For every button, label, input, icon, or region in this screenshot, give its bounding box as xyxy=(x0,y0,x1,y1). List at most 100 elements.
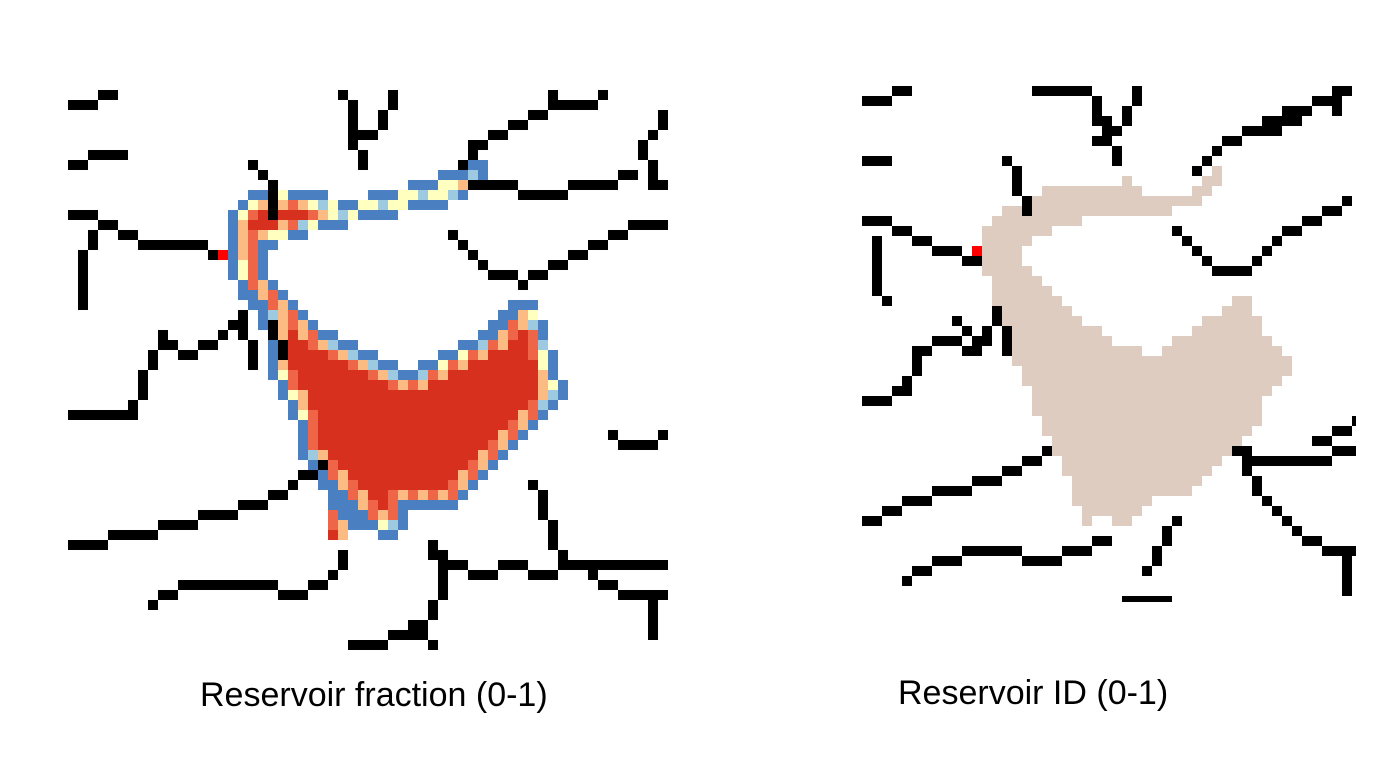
reservoir-fraction-cell xyxy=(338,460,348,470)
reservoir-id-cell xyxy=(1132,206,1142,216)
reservoir-fraction-cell xyxy=(418,180,428,190)
river-segment xyxy=(558,550,568,560)
river-segment xyxy=(68,210,78,220)
river-segment xyxy=(238,330,248,340)
reservoir-id-cell xyxy=(1212,316,1222,326)
reservoir-fraction-cell xyxy=(348,430,358,440)
reservoir-fraction-cell xyxy=(398,490,408,500)
river-segment xyxy=(1232,446,1242,456)
river-segment xyxy=(912,366,922,376)
river-segment xyxy=(228,510,238,520)
river-segment xyxy=(248,340,258,350)
river-segment xyxy=(1202,256,1212,266)
reservoir-fraction-cell xyxy=(408,410,418,420)
river-segment xyxy=(1242,126,1252,136)
reservoir-id-cell xyxy=(1002,216,1012,226)
river-segment xyxy=(658,220,668,230)
river-segment xyxy=(1342,586,1352,596)
reservoir-fraction-cell xyxy=(338,370,348,380)
reservoir-id-cell xyxy=(1202,186,1212,196)
reservoir-id-cell xyxy=(1132,446,1142,456)
reservoir-id-grid xyxy=(862,86,1356,602)
river-segment xyxy=(288,590,298,600)
river-segment xyxy=(658,110,668,120)
reservoir-id-cell xyxy=(1112,476,1122,486)
reservoir-id-cell xyxy=(1222,426,1232,436)
reservoir-id-cell xyxy=(1052,316,1062,326)
river-segment xyxy=(108,410,118,420)
reservoir-id-cell xyxy=(1162,426,1172,436)
reservoir-id-cell xyxy=(1182,336,1192,346)
reservoir-fraction-cell xyxy=(338,500,348,510)
reservoir-id-cell xyxy=(1152,476,1162,486)
reservoir-fraction-cell xyxy=(418,490,428,500)
river-segment xyxy=(1272,456,1282,466)
river-segment xyxy=(598,90,608,100)
river-segment xyxy=(498,180,508,190)
reservoir-id-cell xyxy=(1272,376,1282,386)
reservoir-id-cell xyxy=(1002,206,1012,216)
reservoir-id-cell xyxy=(1062,346,1072,356)
river-segment xyxy=(118,230,128,240)
river-segment xyxy=(548,570,558,580)
river-segment xyxy=(328,570,338,580)
river-segment xyxy=(902,226,912,236)
river-segment xyxy=(318,460,328,470)
reservoir-id-cell xyxy=(1122,516,1132,526)
river-segment xyxy=(468,180,478,190)
reservoir-id-cell xyxy=(1022,276,1032,286)
reservoir-id-cell xyxy=(1142,456,1152,466)
river-segment xyxy=(128,410,138,420)
river-segment xyxy=(228,320,238,330)
reservoir-fraction-cell xyxy=(518,340,528,350)
reservoir-id-cell xyxy=(1242,316,1252,326)
river-segment xyxy=(882,216,892,226)
reservoir-id-cell xyxy=(1032,326,1042,336)
reservoir-id-cell xyxy=(992,276,1002,286)
reservoir-id-cell xyxy=(1072,206,1082,216)
reservoir-id-cell xyxy=(1242,416,1252,426)
river-segment xyxy=(178,350,188,360)
reservoir-fraction-cell xyxy=(438,470,448,480)
reservoir-fraction-cell xyxy=(388,420,398,430)
reservoir-fraction-cell xyxy=(418,430,428,440)
reservoir-fraction-cell xyxy=(338,530,348,540)
reservoir-fraction-cell xyxy=(428,180,438,190)
reservoir-id-cell xyxy=(1082,386,1092,396)
reservoir-id-cell xyxy=(1192,346,1202,356)
river-segment xyxy=(588,240,598,250)
river-segment xyxy=(1092,106,1102,116)
reservoir-id-cell xyxy=(1042,336,1052,346)
reservoir-id-cell xyxy=(1242,366,1252,376)
river-segment xyxy=(1332,106,1342,116)
reservoir-fraction-cell xyxy=(398,510,408,520)
reservoir-id-cell xyxy=(1182,466,1192,476)
river-segment xyxy=(488,570,498,580)
reservoir-fraction-cell xyxy=(398,520,408,530)
reservoir-id-cell xyxy=(1092,196,1102,206)
reservoir-fraction-cell xyxy=(328,520,338,530)
reservoir-id-cell xyxy=(992,256,1002,266)
river-segment xyxy=(1352,546,1356,556)
reservoir-fraction-cell xyxy=(468,480,478,490)
reservoir-fraction-cell xyxy=(448,180,458,190)
reservoir-fraction-cell xyxy=(398,420,408,430)
reservoir-id-cell xyxy=(1102,396,1112,406)
reservoir-id-cell xyxy=(1052,296,1062,306)
reservoir-id-cell xyxy=(1032,376,1042,386)
reservoir-fraction-cell xyxy=(328,510,338,520)
river-segment xyxy=(208,250,218,260)
reservoir-id-cell xyxy=(1002,276,1012,286)
reservoir-id-cell xyxy=(1052,436,1062,446)
reservoir-fraction-cell xyxy=(378,500,388,510)
reservoir-id-cell xyxy=(1082,466,1092,476)
reservoir-id-cell xyxy=(1222,336,1232,346)
reservoir-id-cell xyxy=(1002,306,1012,316)
reservoir-fraction-cell xyxy=(438,410,448,420)
river-segment xyxy=(478,180,488,190)
reservoir-fraction-cell xyxy=(428,500,438,510)
reservoir-fraction-cell xyxy=(278,290,288,300)
reservoir-fraction-cell xyxy=(368,380,378,390)
river-segment xyxy=(638,590,648,600)
reservoir-id-cell xyxy=(1082,506,1092,516)
